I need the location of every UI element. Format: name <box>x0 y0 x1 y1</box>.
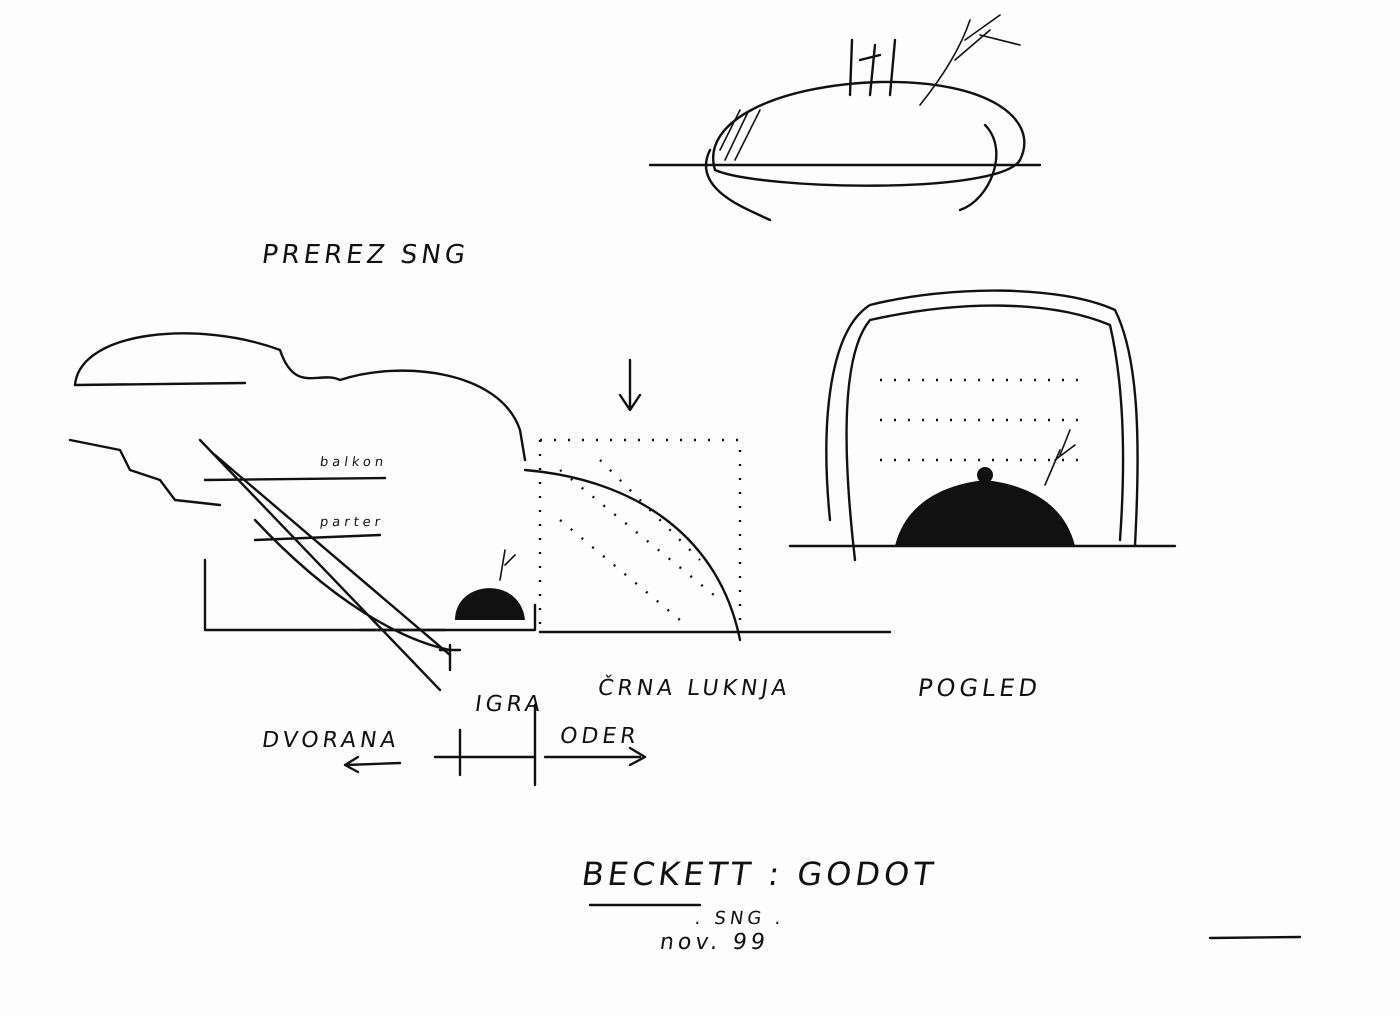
subtitle-label: . SNG . <box>693 908 787 929</box>
balcony-label: balkon <box>318 455 389 470</box>
play-label: IGRA <box>473 692 546 717</box>
auditorium-label: DVORANA <box>260 728 402 753</box>
title-label: BECKETT : GODOT <box>579 855 940 893</box>
dimension-lines <box>343 703 1302 940</box>
section-title: PREREZ SNG <box>259 240 471 270</box>
black-hole-label: ČRNA LUKNJA <box>596 676 793 701</box>
parterre-label: parter <box>318 515 386 530</box>
view-label: POGLED <box>916 674 1043 702</box>
view-sketch <box>788 289 1177 562</box>
section-sketch <box>68 332 892 692</box>
stage-label: ODER <box>558 724 642 749</box>
island-sketch <box>648 14 1042 222</box>
date-label: nov. 99 <box>658 930 771 955</box>
